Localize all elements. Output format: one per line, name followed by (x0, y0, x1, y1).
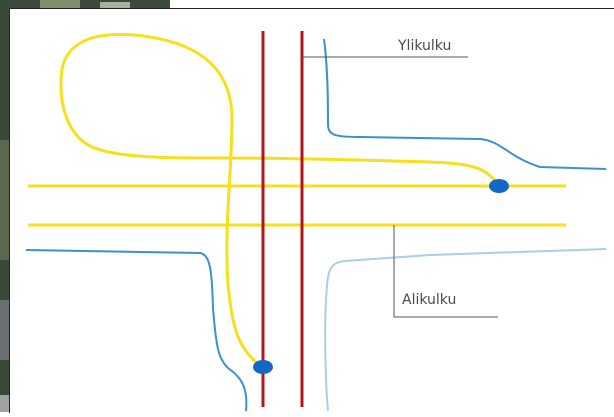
overpass-label: Ylikulku (398, 38, 452, 54)
shoreline-lower-left (25, 249, 248, 412)
road-loop-ramp (59, 32, 502, 367)
junction-dot-icon (253, 360, 273, 374)
shoreline-lower-right (324, 248, 607, 412)
shoreline-upper-right (323, 38, 607, 170)
underpass-label: Alikulku (402, 292, 457, 308)
junction-dot-icon (489, 179, 509, 193)
diagram-panel: Ylikulku Alikulku (9, 8, 614, 413)
leader-line-underpass (393, 225, 498, 318)
